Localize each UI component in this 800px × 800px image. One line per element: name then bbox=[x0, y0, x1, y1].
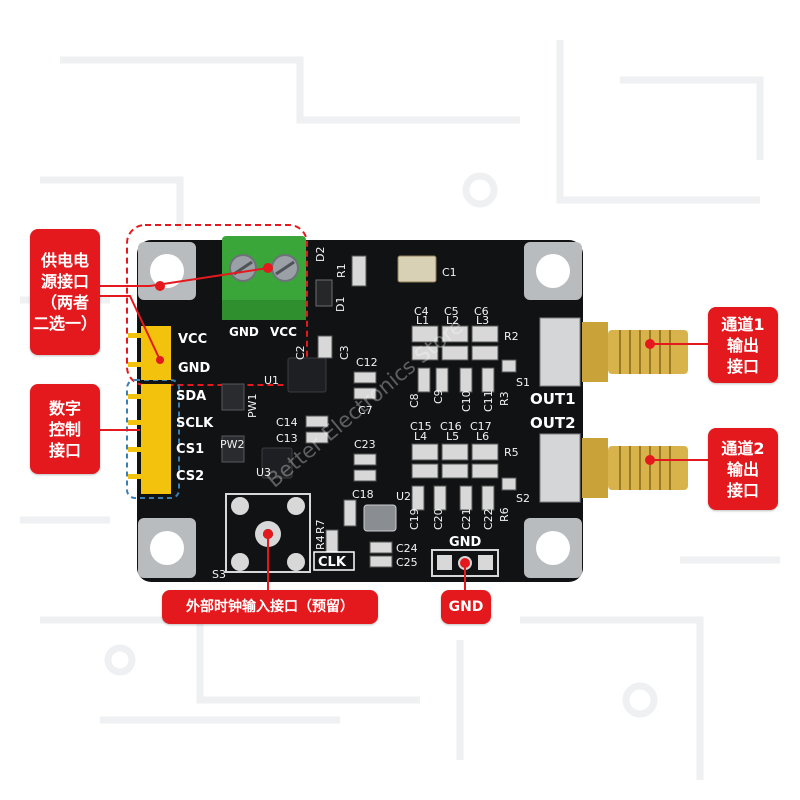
terminal-gnd-label: GND bbox=[229, 325, 259, 339]
clk-label-box bbox=[313, 551, 355, 571]
svg-text:C5: C5 bbox=[444, 305, 459, 318]
svg-text:R5: R5 bbox=[504, 446, 519, 459]
svg-text:R7: R7 bbox=[314, 519, 327, 534]
pin-vcc-label: VCC bbox=[178, 332, 207, 347]
terminal-vcc-label: VCC bbox=[270, 325, 297, 339]
diode-d1 bbox=[315, 279, 333, 307]
pin-gnd-label: GND bbox=[178, 361, 211, 376]
svg-text:C19: C19 bbox=[408, 508, 421, 530]
svg-text:C20: C20 bbox=[432, 508, 445, 530]
cap-c1 bbox=[397, 255, 437, 283]
svg-text:R3: R3 bbox=[498, 391, 511, 406]
svg-text:U2: U2 bbox=[396, 490, 411, 503]
svg-text:PW1: PW1 bbox=[246, 393, 259, 418]
svg-text:C25: C25 bbox=[396, 556, 418, 569]
svg-text:R6: R6 bbox=[498, 507, 511, 522]
pin-sclk-label: SCLK bbox=[176, 416, 214, 431]
svg-text:D2: D2 bbox=[314, 247, 327, 262]
power-header bbox=[128, 326, 171, 380]
svg-text:U3: U3 bbox=[256, 466, 271, 479]
svg-text:L5: L5 bbox=[446, 430, 459, 443]
svg-text:C4: C4 bbox=[414, 305, 429, 318]
gnd-header bbox=[431, 549, 499, 577]
power-dashed-box bbox=[126, 224, 308, 386]
svg-text:PW2: PW2 bbox=[220, 438, 245, 451]
svg-text:C12: C12 bbox=[356, 356, 378, 369]
leader-dots bbox=[155, 263, 655, 568]
mounting-holes bbox=[138, 242, 582, 578]
channel2-output-callout: 通道2 输出 接口 bbox=[708, 428, 778, 510]
chip-pw1 bbox=[221, 383, 245, 411]
svg-text:C9: C9 bbox=[432, 389, 445, 404]
crystal-u2 bbox=[363, 504, 397, 532]
svg-text:C24: C24 bbox=[396, 542, 418, 555]
svg-text:U1: U1 bbox=[264, 374, 279, 387]
gnd-silk-label: GND bbox=[449, 535, 482, 550]
svg-text:C7: C7 bbox=[358, 404, 373, 417]
svg-text:C1: C1 bbox=[442, 266, 457, 279]
external-clock-callout: 外部时钟输入接口（预留） bbox=[162, 590, 378, 624]
svg-text:C14: C14 bbox=[276, 416, 298, 429]
terminal-block bbox=[222, 236, 306, 320]
pin-cs1-label: CS1 bbox=[176, 442, 204, 457]
svg-text:C3: C3 bbox=[338, 345, 351, 360]
gnd-callout: GND bbox=[441, 590, 491, 624]
chip-u3 bbox=[261, 447, 293, 479]
svg-text:S2: S2 bbox=[516, 492, 530, 505]
smd-components bbox=[305, 255, 517, 568]
sma-connector-out1 bbox=[539, 317, 688, 387]
svg-text:L3: L3 bbox=[476, 314, 489, 327]
svg-text:L1: L1 bbox=[416, 314, 429, 327]
svg-text:C17: C17 bbox=[470, 420, 492, 433]
leader-lines bbox=[100, 267, 710, 590]
pin-sda-label: SDA bbox=[176, 389, 206, 404]
sma-connector-out2 bbox=[539, 433, 688, 503]
svg-text:C6: C6 bbox=[474, 305, 489, 318]
svg-text:C8: C8 bbox=[408, 393, 421, 408]
svg-text:R1: R1 bbox=[335, 263, 348, 278]
clk-label: CLK bbox=[318, 555, 347, 570]
digital-control-callout: 数字 控制 接口 bbox=[30, 384, 100, 474]
chip-pw2 bbox=[221, 435, 245, 463]
svg-text:L6: L6 bbox=[476, 430, 489, 443]
svg-text:C11: C11 bbox=[482, 390, 495, 412]
svg-text:S3: S3 bbox=[212, 568, 226, 581]
digital-header bbox=[128, 384, 171, 494]
svg-text:L2: L2 bbox=[446, 314, 459, 327]
svg-text:D1: D1 bbox=[334, 297, 347, 312]
svg-text:C13: C13 bbox=[276, 432, 298, 445]
svg-text:C2: C2 bbox=[294, 345, 307, 360]
pin-cs2-label: CS2 bbox=[176, 469, 204, 484]
svg-text:R2: R2 bbox=[504, 330, 519, 343]
svg-text:C16: C16 bbox=[440, 420, 462, 433]
svg-text:L4: L4 bbox=[414, 430, 427, 443]
svg-text:C23: C23 bbox=[354, 438, 376, 451]
svg-text:C22: C22 bbox=[482, 508, 495, 530]
power-interface-callout: 供电电 源接口 （两者 二选一） bbox=[30, 229, 100, 355]
svg-text:C21: C21 bbox=[460, 508, 473, 530]
svg-text:S1: S1 bbox=[516, 376, 530, 389]
channel1-output-callout: 通道1 输出 接口 bbox=[708, 307, 778, 383]
out2-label: OUT2 bbox=[530, 414, 576, 432]
out1-label: OUT1 bbox=[530, 390, 576, 408]
chip-u1 bbox=[287, 357, 327, 393]
svg-text:C10: C10 bbox=[460, 390, 473, 412]
svg-text:C18: C18 bbox=[352, 488, 374, 501]
svg-text:C15: C15 bbox=[410, 420, 432, 433]
silkscreen-designators: D2 R1 D1 C1 C2 C3 U1 PW1 PW2 U3 U2 C4 C5… bbox=[212, 247, 530, 581]
svg-text:R4: R4 bbox=[314, 535, 327, 550]
